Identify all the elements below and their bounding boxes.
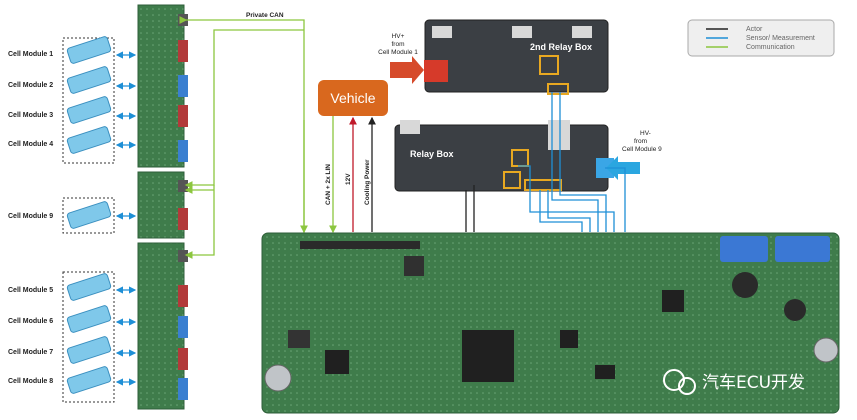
vehicle-line-12v: 12V xyxy=(345,173,352,185)
svg-text:Cell Module 7: Cell Module 7 xyxy=(8,349,53,356)
hv-plus-l3: Cell Module 1 xyxy=(378,49,418,56)
hv-plus-arrow xyxy=(390,56,424,84)
watermark-text: 汽车ECU开发 xyxy=(702,373,805,393)
relay-box-2-label: 2nd Relay Box xyxy=(530,42,592,52)
cell-group-a-frame xyxy=(62,37,115,164)
svg-text:Cell Module 5: Cell Module 5 xyxy=(8,287,53,294)
cell-group-single-frame xyxy=(62,197,115,234)
vehicle-box xyxy=(318,80,388,116)
cmu-board-bottom xyxy=(137,242,188,410)
legend-communication: Communication xyxy=(746,44,795,51)
watermark: 汽车ECU开发 xyxy=(663,369,805,395)
relay-box-2: 2nd Relay Box xyxy=(424,19,609,95)
cell-group-b-frame xyxy=(62,271,115,403)
legend-sensor: Sensor/ Measurement xyxy=(746,35,815,42)
bms-main-board xyxy=(261,232,840,414)
svg-text:Cell Module 6: Cell Module 6 xyxy=(8,318,53,325)
svg-text:Cell Module 3: Cell Module 3 xyxy=(8,112,53,119)
hv-plus-l1: HV+ xyxy=(392,33,405,40)
hv-minus-l2: from xyxy=(634,138,647,145)
cell-module-icons xyxy=(66,36,112,394)
svg-text:Cell Module 2: Cell Module 2 xyxy=(8,82,53,89)
cell-module-labels: Cell Module 1 Cell Module 2 Cell Module … xyxy=(8,51,53,385)
vehicle-label: Vehicle xyxy=(330,90,375,106)
legend: Actor Sensor/ Measurement Communication xyxy=(687,19,835,57)
svg-text:Cell Module 1: Cell Module 1 xyxy=(8,51,53,58)
relay-wiring xyxy=(465,92,626,232)
cell-sense-arrows xyxy=(115,51,137,386)
cmu-board-top xyxy=(137,4,188,168)
svg-text:Cell Module 8: Cell Module 8 xyxy=(8,378,53,385)
hv-minus-l3: Cell Module 9 xyxy=(622,146,662,153)
private-can-lines xyxy=(179,16,308,259)
relay-box-label: Relay Box xyxy=(410,149,454,159)
vehicle-line-can: CAN + 2x LIN xyxy=(325,164,332,205)
relay-box: Relay Box xyxy=(394,120,614,192)
vehicle-line-cooling: Cooling Power xyxy=(364,159,371,205)
wechat-icon xyxy=(663,369,685,391)
hv-plus-l2: from xyxy=(392,41,405,48)
hv-minus-l1: HV- xyxy=(640,130,651,137)
svg-text:Cell Module 9: Cell Module 9 xyxy=(8,213,53,220)
private-can-label: Private CAN xyxy=(246,12,284,19)
legend-actor: Actor xyxy=(746,26,763,33)
cmu-board-mid xyxy=(137,171,188,239)
svg-text:Cell Module 4: Cell Module 4 xyxy=(8,141,53,148)
